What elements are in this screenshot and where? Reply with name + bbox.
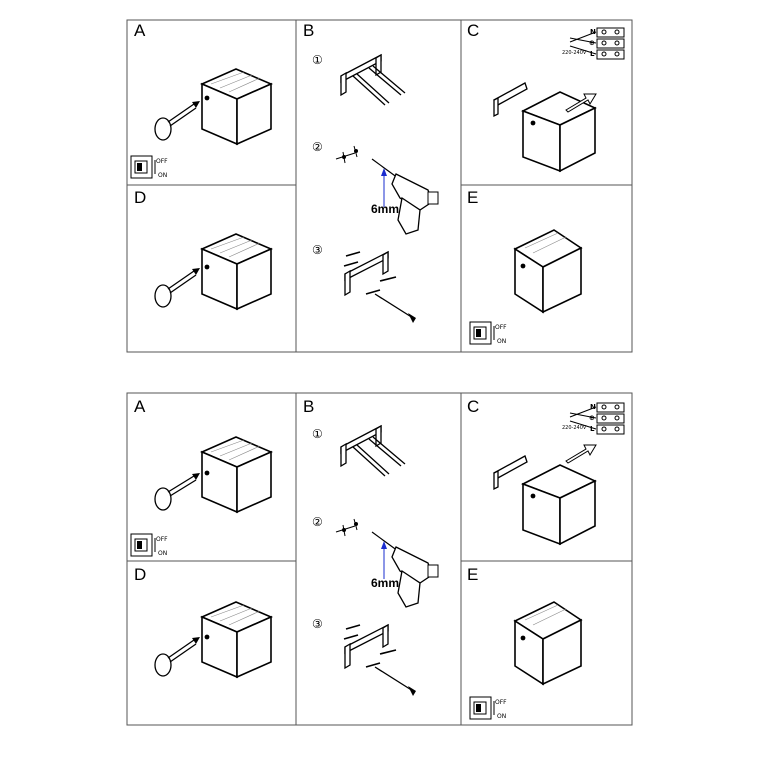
drill-size-label: 6mm: [371, 576, 400, 590]
panel-label-b: B: [303, 21, 315, 40]
bracket-step1: [340, 424, 406, 477]
switch-off-a: OFF: [156, 158, 168, 165]
cube-c: [493, 82, 597, 173]
panel-label-c: C: [467, 21, 480, 40]
panel-label-d: D: [134, 188, 147, 207]
hex-key-d: [154, 637, 200, 677]
arrow-c: [565, 444, 597, 464]
diagram-lines-top: [126, 19, 633, 353]
diagram-lines-bottom: [126, 392, 633, 726]
switch-off-e: OFF: [495, 699, 507, 706]
cube-e: [513, 601, 583, 686]
switch-off-a: OFF: [156, 536, 168, 543]
step-2-marker: ②: [312, 515, 323, 529]
switch-on-e: ON: [497, 713, 507, 720]
switch-a: [130, 533, 156, 557]
hex-key-d: [154, 268, 200, 308]
drill-step2: [335, 145, 439, 235]
panel-label-b: B: [303, 397, 315, 416]
switch-a: [130, 155, 156, 179]
terminal-n: N: [590, 403, 596, 411]
switch-off-e: OFF: [495, 324, 507, 331]
panel-label-a: A: [134, 397, 146, 416]
step-3-marker: ③: [312, 617, 323, 631]
panel-label-c: C: [467, 397, 480, 416]
terminal-l: L: [590, 50, 595, 58]
panel-label-a: A: [134, 21, 146, 40]
cube-a: [199, 68, 274, 146]
step-1-marker: ①: [312, 53, 323, 67]
switch-on-e: ON: [497, 338, 507, 345]
terminal-l: L: [590, 425, 595, 433]
hex-key-a: [154, 101, 200, 141]
panel-label-e: E: [467, 188, 479, 207]
voltage-label: 220-240V: [562, 425, 587, 431]
cube-d: [199, 233, 274, 311]
panel-label-d: D: [134, 565, 147, 584]
bracket-step1: [340, 53, 406, 106]
assembly-step3: [343, 623, 416, 696]
panel-label-e: E: [467, 565, 479, 584]
cube-d: [199, 601, 274, 679]
switch-on-a: ON: [158, 172, 168, 179]
terminal-block-c: [569, 27, 625, 60]
step-2-marker: ②: [312, 140, 323, 154]
terminal-block-c: [569, 402, 625, 435]
drill-size-label: 6mm: [371, 202, 400, 216]
switch-on-a: ON: [158, 550, 168, 557]
step-1-marker: ①: [312, 427, 323, 441]
hex-key-a: [154, 473, 200, 511]
step-3-marker: ③: [312, 243, 323, 257]
instruction-sheet-top: A B C D E ① ② ③ 6mm OFF ON OFF ON 220-24…: [0, 12, 767, 372]
cube-e: [513, 229, 583, 314]
cube-a: [199, 436, 274, 514]
voltage-label: 220-240V: [562, 50, 587, 56]
terminal-n: N: [590, 28, 596, 36]
switch-e: [469, 321, 495, 345]
cube-c: [493, 455, 597, 546]
drill-step2: [335, 518, 439, 608]
switch-e: [469, 696, 495, 720]
terminal-earth: ⊕: [589, 414, 595, 422]
terminal-earth: ⊕: [589, 39, 595, 47]
instruction-sheet-bottom: A B C D E ① ② ③ 6mm OFF ON OFF ON 220-24…: [0, 389, 767, 749]
arrow-c: [565, 93, 597, 113]
assembly-step3: [343, 250, 416, 323]
